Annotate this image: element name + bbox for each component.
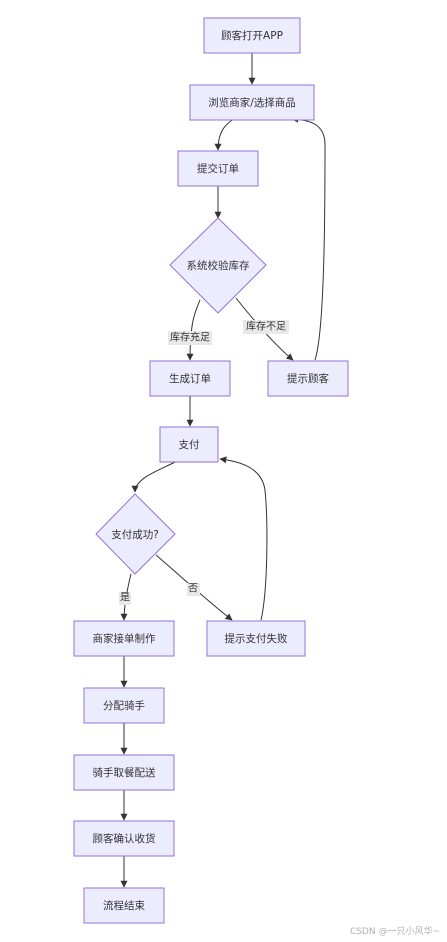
node-create-order-label: 生成订单	[169, 372, 211, 385]
edge-pay-to-success	[131, 461, 176, 493]
node-assign-rider	[83, 687, 165, 724]
node-browse-label: 浏览商家/选择商品	[208, 96, 296, 109]
node-open-app	[203, 17, 301, 54]
edge-label-bg-yes	[119, 592, 131, 605]
node-confirm-receipt-label: 顾客确认收货	[93, 832, 156, 845]
watermark: CSDN @一只小风华~	[350, 925, 440, 937]
node-check-stock-label: 系统校验库存	[187, 259, 250, 272]
edge-label-no: 否	[188, 583, 198, 595]
edge-check-to-create	[186, 299, 201, 361]
node-open-app-label: 顾客打开APP	[221, 29, 283, 42]
edge-label-stock-ok: 库存充足	[170, 331, 210, 344]
node-confirm-receipt	[73, 820, 175, 857]
node-pay	[159, 426, 219, 463]
node-rider-pickup	[73, 754, 175, 791]
node-submit-order-label: 提交订单	[197, 162, 239, 175]
node-pay-success	[95, 493, 176, 575]
node-pay-success-label: 支付成功?	[111, 528, 159, 541]
node-create-order	[149, 360, 231, 397]
node-pay-failed	[206, 620, 306, 657]
edge-label-bg-stock-ok	[168, 331, 212, 345]
node-notify-customer-label: 提示顾客	[287, 372, 329, 385]
node-notify-customer	[267, 360, 349, 397]
edge-label-bg-no	[187, 583, 200, 596]
node-pay-failed-label: 提示支付失败	[225, 632, 288, 645]
node-rider-pickup-label: 骑手取餐配送	[93, 766, 156, 779]
edge-notify-to-browse	[291, 115, 326, 361]
edge-fail-to-pay	[219, 456, 268, 621]
node-end-label: 流程结束	[103, 899, 145, 912]
node-pay-label: 支付	[179, 438, 200, 451]
node-check-stock	[169, 217, 267, 314]
node-merchant-accept-label: 商家接单制作	[93, 632, 156, 645]
edge-label-yes: 是	[120, 592, 130, 604]
node-submit-order	[177, 150, 259, 187]
node-browse	[189, 84, 315, 121]
edge-label-stock-short: 库存不足	[246, 320, 286, 333]
edge-label-bg-stock-short	[243, 320, 289, 334]
node-assign-rider-label: 分配骑手	[103, 699, 145, 712]
node-merchant-accept	[73, 620, 175, 657]
node-end	[83, 887, 165, 924]
edge-browse-to-submit	[214, 118, 235, 151]
